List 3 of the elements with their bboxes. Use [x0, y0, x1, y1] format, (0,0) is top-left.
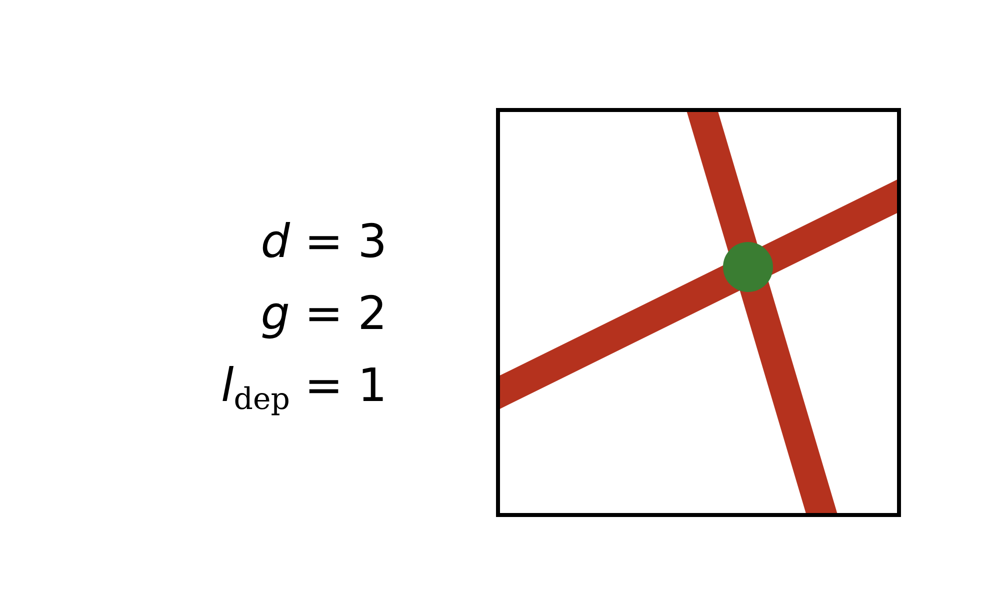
- equation-text: l$_{dep}$ = 1: [220, 357, 387, 418]
- equation-text: g = 2: [260, 285, 387, 342]
- equation-text: d = 3: [260, 213, 387, 270]
